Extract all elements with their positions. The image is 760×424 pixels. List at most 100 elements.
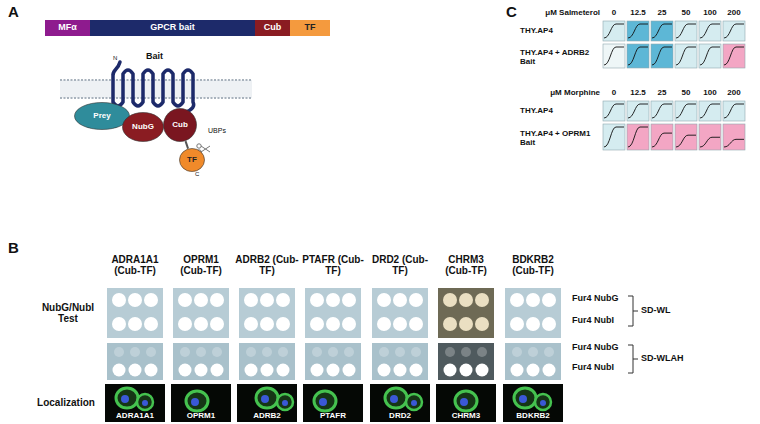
plate-image bbox=[305, 343, 361, 380]
growth-curve bbox=[676, 47, 696, 65]
column-header: OPRM1 (Cub-TF) bbox=[169, 254, 233, 276]
node-label: OPRM1 bbox=[187, 412, 215, 420]
plate-image bbox=[173, 343, 229, 380]
yeast-spot bbox=[343, 364, 356, 377]
yeast-spot bbox=[261, 364, 274, 377]
yeast-spot bbox=[211, 364, 224, 377]
localization-image: ADRB2 bbox=[237, 384, 297, 422]
yeast-spot bbox=[393, 317, 407, 331]
yeast-spot bbox=[477, 347, 487, 357]
growth-curve bbox=[652, 104, 672, 118]
yeast-spot bbox=[443, 293, 457, 307]
growth-well bbox=[675, 21, 697, 41]
yeast-spot bbox=[114, 347, 124, 357]
localization-image: ADRA1A1 bbox=[105, 384, 165, 422]
growth-well bbox=[699, 44, 721, 68]
growth-well bbox=[699, 101, 721, 121]
growth-curve bbox=[652, 133, 672, 147]
yeast-spot bbox=[542, 293, 556, 307]
node-label: CHRM3 bbox=[452, 412, 480, 420]
row-label: THY.AP4 bbox=[520, 107, 600, 116]
yeast-spot bbox=[244, 317, 258, 331]
concentration-value: 12.5 bbox=[626, 9, 650, 18]
yeast-spot bbox=[378, 364, 391, 377]
concentration-value: 200 bbox=[722, 9, 746, 18]
plate-image bbox=[372, 343, 428, 380]
concentration-value: 100 bbox=[698, 89, 722, 98]
yeast-spot bbox=[327, 364, 340, 377]
yeast-spot bbox=[395, 347, 405, 357]
nucleus-stain bbox=[121, 395, 129, 403]
yeast-spot bbox=[377, 317, 391, 331]
growth-curve bbox=[604, 104, 624, 118]
concentration-value: 0 bbox=[602, 89, 626, 98]
growth-curve bbox=[652, 24, 672, 38]
node-label: ADRA1A1 bbox=[116, 412, 154, 420]
column-header: DRD2 (Cub-TF) bbox=[368, 254, 432, 276]
yeast-spot bbox=[210, 293, 224, 307]
growth-well bbox=[723, 101, 745, 121]
yeast-spot bbox=[411, 347, 421, 357]
growth-curve bbox=[604, 47, 624, 65]
yeast-spot bbox=[379, 347, 389, 357]
yeast-spot bbox=[276, 317, 290, 331]
yeast-spot bbox=[393, 293, 407, 307]
column-header: BDKRB2 (Cub-TF) bbox=[501, 254, 565, 276]
node-label: NubG bbox=[132, 123, 154, 131]
transcription-factor: TF bbox=[179, 148, 205, 172]
node-label: Cub bbox=[264, 23, 282, 32]
nucleus-stain bbox=[191, 398, 199, 406]
ellipse-shape bbox=[123, 113, 164, 142]
strain-label: Fur4 NubI bbox=[572, 316, 632, 326]
column-header: ADRB2 (Cub-TF) bbox=[235, 254, 299, 276]
localization-image: PTAFR bbox=[303, 384, 363, 422]
construct-segment: TF bbox=[290, 20, 330, 36]
concentration-value: 100 bbox=[698, 9, 722, 18]
yeast-spot bbox=[195, 364, 208, 377]
gpcr-helices bbox=[113, 62, 194, 112]
node-label: TF bbox=[305, 23, 316, 32]
yeast-spot bbox=[512, 347, 522, 357]
yeast-spot bbox=[328, 347, 338, 357]
concentration-value: 200 bbox=[722, 89, 746, 98]
yeast-spot bbox=[130, 347, 140, 357]
growth-well bbox=[651, 124, 673, 150]
growth-curve bbox=[700, 137, 720, 147]
yeast-spot bbox=[262, 347, 272, 357]
yeast-spot bbox=[444, 364, 457, 377]
growth-curve bbox=[628, 127, 648, 147]
growth-well bbox=[627, 124, 649, 150]
row-label: THY.AP4 + OPRM1 Bait bbox=[520, 130, 592, 148]
growth-well bbox=[627, 44, 649, 68]
yeast-spot bbox=[278, 347, 288, 357]
yeast-spot bbox=[178, 317, 192, 331]
ellipse-shape bbox=[75, 103, 130, 130]
growth-curve bbox=[676, 104, 696, 118]
yeast-spot bbox=[144, 317, 158, 331]
terminus-label: N bbox=[113, 55, 117, 62]
concentration-value: 50 bbox=[674, 9, 698, 18]
strain-label: Fur4 NubG bbox=[572, 343, 632, 353]
axis-title: μM Morphine bbox=[515, 89, 600, 98]
row-label: THY.AP4 + ADRB2 Bait bbox=[520, 49, 592, 67]
ellipse-shape bbox=[164, 109, 197, 142]
yeast-spot bbox=[276, 293, 290, 307]
nucleus-stain bbox=[411, 400, 417, 406]
yeast-spot bbox=[394, 364, 407, 377]
prey-protein: Prey bbox=[74, 102, 130, 130]
node-label: TF bbox=[187, 156, 197, 164]
yeast-spot bbox=[129, 364, 142, 377]
growth-curve bbox=[628, 47, 648, 65]
yeast-spot bbox=[194, 317, 208, 331]
strain-label: Fur4 NubG bbox=[572, 294, 632, 304]
node-label: GPCR bait bbox=[150, 23, 195, 32]
growth-well bbox=[723, 44, 745, 68]
growth-well bbox=[675, 124, 697, 150]
yeast-spot bbox=[410, 364, 423, 377]
concentration-value: 0 bbox=[602, 9, 626, 18]
growth-well bbox=[603, 21, 625, 41]
yeast-spot bbox=[528, 347, 538, 357]
cell-membrane-stain bbox=[186, 391, 208, 411]
yeast-spot bbox=[245, 364, 258, 377]
yeast-spot bbox=[244, 293, 258, 307]
